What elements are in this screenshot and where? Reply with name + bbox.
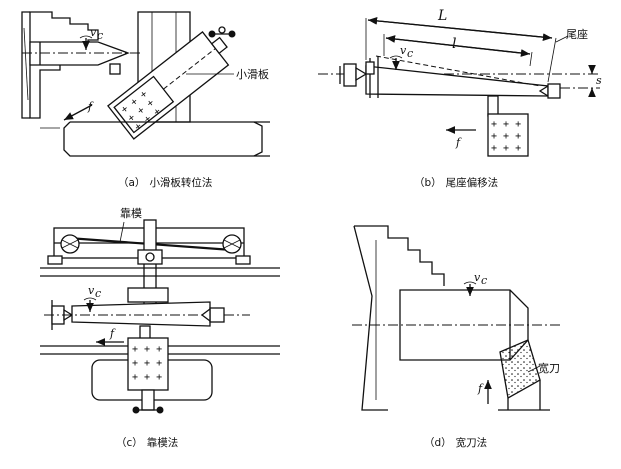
caption-c: （c）靠模法 — [116, 436, 178, 449]
caption-d: （d）宽刀法 — [424, 436, 487, 449]
svg-text:l: l — [452, 36, 456, 52]
svg-text:v: v — [474, 271, 481, 284]
vc-arrow-c: v c — [83, 284, 101, 312]
caption-a: （a）小滑板转位法 — [118, 176, 212, 189]
leader-tailstock — [555, 35, 569, 43]
svg-text:+ + +: + + + — [491, 131, 521, 142]
dimension-l: l — [383, 34, 533, 67]
vc-arrow-b: v c — [389, 44, 413, 70]
wide-tool-d — [498, 339, 550, 411]
panel-b: L l v c 尾座 s + + + + — [318, 8, 602, 189]
svg-text:c: c — [97, 29, 103, 42]
panel-c: 靠模 v — [40, 206, 280, 449]
label-tailstock: 尾座 — [566, 27, 588, 41]
svg-text:+ + +: + + + — [132, 358, 162, 369]
svg-text:s: s — [596, 74, 602, 87]
label-small-slide: 小滑板 — [236, 67, 269, 81]
svg-text:c: c — [95, 287, 101, 300]
svg-text:+ + +: + + + — [132, 372, 162, 383]
caption-b: （b）尾座偏移法 — [414, 176, 498, 189]
workpiece-c — [44, 301, 250, 327]
svg-text:+ + +: + + + — [491, 143, 521, 154]
leader-template — [119, 221, 125, 243]
svg-text:f: f — [87, 100, 94, 113]
svg-text:f: f — [477, 382, 484, 395]
svg-text:f: f — [455, 136, 462, 149]
workpiece-cone-a — [22, 41, 140, 66]
svg-text:v: v — [88, 284, 95, 297]
panel-a: v c + + + + + + + + + — [21, 11, 270, 189]
svg-text:v: v — [400, 44, 407, 57]
vc-arrow-a: v c — [79, 26, 103, 50]
bed-a — [40, 121, 270, 157]
tool-a — [109, 63, 121, 75]
tool-holder-b: + + + + + + + + + — [487, 95, 529, 157]
feed-arrow-b: f — [446, 126, 476, 149]
label-template: 靠模 — [120, 206, 142, 220]
leader-wide-tool — [527, 365, 541, 373]
chuck-a — [21, 11, 99, 119]
panel-d: v c 宽刀 f （d）宽刀法 — [352, 225, 560, 449]
dimension-L: L — [365, 8, 557, 83]
svg-text:+ + +: + + + — [132, 344, 162, 355]
label-wide-tool: 宽刀 — [538, 361, 560, 375]
workpiece-b — [365, 55, 549, 98]
headstock-center-b — [339, 63, 368, 87]
svg-text:L: L — [437, 8, 447, 24]
offset-s: s — [588, 64, 602, 98]
svg-text:c: c — [407, 47, 413, 60]
svg-text:v: v — [90, 26, 97, 39]
tailstock-center-b — [538, 83, 561, 99]
svg-text:+ + +: + + + — [491, 119, 521, 130]
svg-text:c: c — [481, 274, 487, 287]
feed-arrow-c: f — [96, 327, 124, 346]
carriage-c: + + + + + + + + + — [127, 287, 169, 414]
vc-arrow-d: v c — [463, 271, 487, 296]
svg-text:f: f — [109, 327, 116, 340]
chuck-d — [353, 225, 445, 411]
feed-arrow-a: f — [63, 100, 94, 121]
handwheel-a — [208, 26, 236, 38]
feed-arrow-d: f — [477, 380, 492, 404]
